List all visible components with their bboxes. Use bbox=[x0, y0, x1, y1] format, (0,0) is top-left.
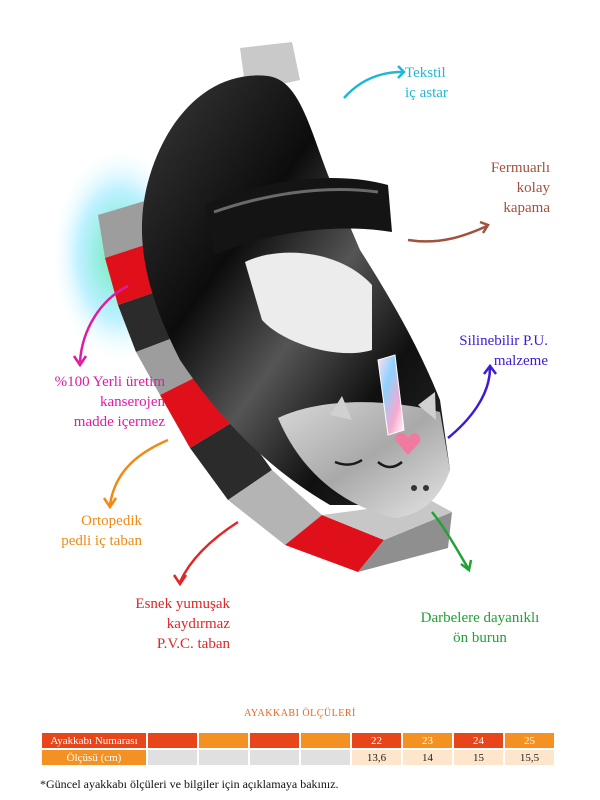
arrow-icon bbox=[447, 367, 492, 439]
size-chart-title: AYAKKABI ÖLÇÜLERİ bbox=[244, 708, 356, 719]
size-cell: 23 bbox=[403, 733, 452, 748]
heart-icon bbox=[395, 432, 421, 455]
feature-line: Silinebilir P.U. bbox=[459, 333, 548, 349]
arrow-icon bbox=[407, 224, 488, 243]
feature-local-production: %100 Yerli üretim kanserojen madde içerm… bbox=[30, 372, 165, 432]
feature-line: iç astar bbox=[405, 85, 448, 101]
feature-line: %100 Yerli üretim bbox=[54, 374, 165, 390]
size-chart-table: Ayakkabı Numarası 22 23 24 25 Ölçüsü (cm… bbox=[40, 731, 556, 767]
velcro-strap bbox=[205, 178, 392, 255]
feature-line: ön burun bbox=[453, 630, 507, 646]
feature-orthopedic-insole: Ortopedik pedli iç taban bbox=[40, 511, 142, 551]
feature-line: madde içermez bbox=[73, 414, 165, 430]
feature-line: kaydırmaz bbox=[166, 616, 230, 632]
length-cell: 15,5 bbox=[505, 750, 554, 765]
length-cell bbox=[250, 750, 299, 765]
feature-line: Ortopedik bbox=[81, 513, 142, 529]
size-row-label: Ayakkabı Numarası bbox=[42, 733, 146, 748]
size-cell bbox=[148, 733, 197, 748]
feature-line: Fermuarlı bbox=[490, 160, 550, 176]
unicorn-ear bbox=[418, 392, 436, 420]
feature-line: Darbelere dayanıklı bbox=[420, 610, 540, 626]
arrow-icon bbox=[108, 438, 169, 506]
glitter-toe bbox=[278, 402, 450, 518]
feature-pvc-sole: Esnek yumuşak kaydırmaz P.V.C. taban bbox=[110, 594, 230, 654]
length-cell: 13,6 bbox=[352, 750, 401, 765]
feature-toe-cap: Darbelere dayanıklı ön burun bbox=[400, 608, 560, 648]
length-row: Ölçüsü (cm) 13,6 14 15 15,5 bbox=[42, 750, 554, 765]
unicorn-eye bbox=[334, 458, 363, 466]
feature-line: Esnek yumuşak bbox=[135, 596, 230, 612]
length-cell bbox=[301, 750, 350, 765]
size-row: Ayakkabı Numarası 22 23 24 25 bbox=[42, 733, 554, 748]
feature-line: P.V.C. taban bbox=[156, 636, 230, 652]
feature-pu-material: Silinebilir P.U. malzeme bbox=[430, 331, 548, 371]
size-cell bbox=[250, 733, 299, 748]
size-cell: 24 bbox=[454, 733, 503, 748]
arrow-icon bbox=[431, 511, 470, 569]
arrow-icon bbox=[78, 284, 129, 363]
length-row-label: Ölçüsü (cm) bbox=[42, 750, 146, 765]
unicorn-ear bbox=[330, 396, 352, 420]
shoe-illustration bbox=[50, 42, 497, 587]
size-cell: 25 bbox=[505, 733, 554, 748]
arrow-icon bbox=[343, 70, 403, 99]
size-cell: 22 bbox=[352, 733, 401, 748]
insole bbox=[245, 252, 372, 354]
length-cell bbox=[199, 750, 248, 765]
feature-line: pedli iç taban bbox=[61, 533, 142, 549]
length-cell bbox=[148, 750, 197, 765]
length-cell: 15 bbox=[454, 750, 503, 765]
size-cell bbox=[199, 733, 248, 748]
feature-line: kanserojen bbox=[100, 394, 165, 410]
feature-line: Tekstil bbox=[405, 65, 446, 81]
footnote: *Güncel ayakkabı ölçüleri ve bilgiler iç… bbox=[40, 777, 339, 791]
feature-line: kolay bbox=[516, 180, 550, 196]
unicorn-eye bbox=[377, 461, 403, 469]
feature-zipper-closure: Fermuarlı kolay kapama bbox=[455, 158, 550, 218]
feature-line: malzeme bbox=[493, 353, 548, 369]
feature-line: kapama bbox=[503, 200, 550, 216]
length-cell: 14 bbox=[403, 750, 452, 765]
size-cell bbox=[301, 733, 350, 748]
callout-arrows bbox=[72, 65, 497, 587]
arrow-icon bbox=[178, 520, 239, 583]
unicorn-horn bbox=[377, 354, 405, 436]
feature-textile-lining: Tekstil iç astar bbox=[405, 63, 448, 103]
